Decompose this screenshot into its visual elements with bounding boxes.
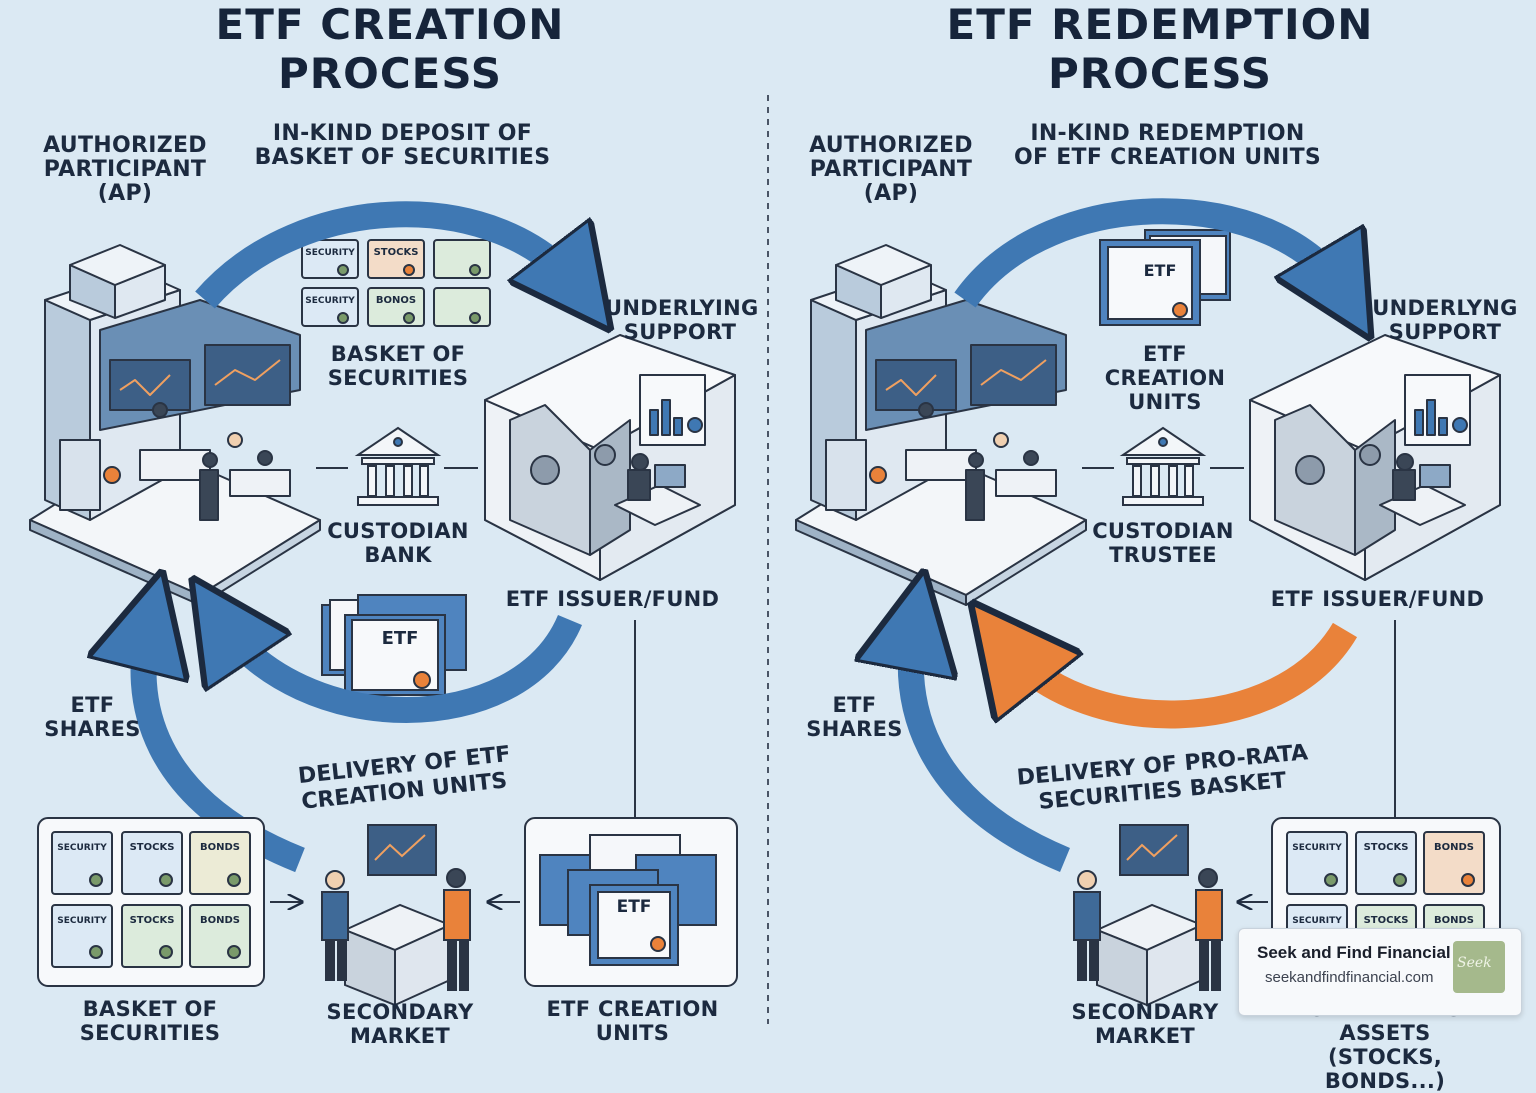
issuer-label-left: ETF ISSUER/FUND [505,587,720,611]
etf-certs-left [321,594,467,696]
arrow-pro-rata [1005,630,1358,729]
creation-title: ETF CREATION PROCESS [215,0,565,98]
bottom-certs-left [51,831,251,968]
bottom-etf-certs-left [539,834,717,966]
secondary-market-left [321,824,471,1007]
top-certs-left [301,239,491,327]
issuer-vault-right [1249,334,1501,581]
bcert-r2: STOCKS [1364,842,1409,853]
cert-top-1: SECURITY [305,248,355,258]
issuer-vault-left [484,334,736,581]
arrow-shares-right [911,620,1070,873]
bottom-certs-right [1286,831,1485,936]
etf-cert-left: ETF [382,628,419,649]
bcert-l6: BONDS [200,915,240,926]
issuer-label-right: ETF ISSUER/FUND [1270,587,1485,611]
bcert-r4: SECURITY [1292,916,1342,926]
arrow-redeem [954,198,1345,300]
bank-icon-right [1119,426,1207,506]
redemption-title: ETF REDEMPTION PROCESS [946,0,1374,98]
arrow-deposit [195,201,580,300]
cert-top-2: STOCKS [374,247,419,258]
bcert-l3: BONDS [200,842,240,853]
etf-cert-top-right: ETF [1144,261,1177,280]
bank-icon-left [354,426,442,506]
brand-name: Seek and Find Financial [1257,943,1451,962]
cert-top-3: SECURITY [305,296,355,306]
bcert-r6: BONDS [1434,915,1474,926]
bottom-etf-cert-left: ETF [617,897,652,917]
bcert-r5: STOCKS [1364,915,1409,926]
brand-logo: Seek [1453,941,1505,993]
arrow-delivery [220,620,582,723]
secondary-label-right: SECONDARY MARKET [1071,1000,1219,1048]
etf-certs-top-right [1099,229,1231,326]
ap-building-left [29,244,321,606]
ap-building-right [795,244,1087,606]
bcert-l5: STOCKS [130,915,175,926]
brand-url[interactable]: seekandfindfinancial.com [1265,969,1434,986]
diagram-canvas: SECURITY STOCKS SECURITY BONOS ETF [29,95,1501,1024]
bcert-r3: BONDS [1434,842,1474,853]
secondary-label-left: SECONDARY MARKET [326,1000,474,1048]
secondary-market-right [1073,824,1223,1007]
bcert-l1: SECURITY [57,843,107,853]
cert-top-4: BONOS [376,295,416,306]
bcert-r1: SECURITY [1292,843,1342,853]
brand-card[interactable]: Seek and Find Financial seekandfindfinan… [1238,928,1522,1016]
bcert-l4: SECURITY [57,916,107,926]
bcert-l2: STOCKS [130,842,175,853]
